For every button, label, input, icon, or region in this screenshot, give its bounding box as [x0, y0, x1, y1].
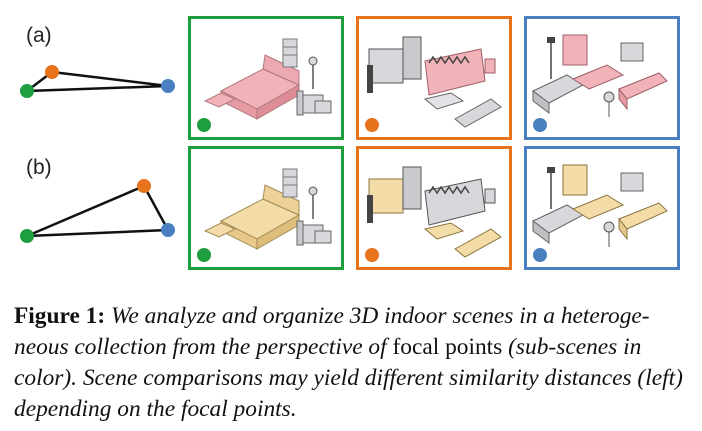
scene-panel-a-bedroom: [188, 16, 344, 140]
focal-dot-green: [197, 118, 211, 132]
focal-dot-green-b: [20, 229, 34, 243]
focal-dot-green-a: [20, 84, 34, 98]
focal-dot-orange-b-panel: [365, 248, 379, 262]
row-label-b: (b): [26, 156, 52, 179]
figure-caption: Figure 1: We analyze and organize 3D ind…: [14, 301, 690, 425]
scene-panel-a-living: [356, 16, 512, 140]
scene-panel-b-living: [356, 146, 512, 270]
focal-dot-orange: [365, 118, 379, 132]
focal-dot-green-b-panel: [197, 248, 211, 262]
focal-dot-blue: [533, 118, 547, 132]
bedroom-scene-image-b: [203, 168, 332, 250]
caption-label: Figure 1:: [14, 303, 106, 329]
focal-dot-orange-a: [45, 65, 59, 79]
lounge-scene-image: [532, 34, 668, 117]
bedroom-scene-image: [203, 38, 332, 120]
living-scene-image: [367, 36, 502, 128]
row-label-a: (a): [26, 24, 52, 47]
caption-text-1: We analyze and organize 3D indoor scenes…: [14, 303, 650, 360]
triangle-diagram-a: [20, 65, 175, 98]
scene-panel-b-lounge: [524, 146, 680, 270]
living-scene-image-b: [367, 166, 502, 258]
caption-text-2: (sub-scenes in color). Scene comparisons…: [14, 334, 683, 422]
focal-dot-blue-b-panel: [533, 248, 547, 262]
lounge-scene-image-b: [532, 164, 668, 247]
focal-dot-blue-b: [161, 223, 175, 237]
scene-panel-a-lounge: [524, 16, 680, 140]
caption-text-roman: focal points: [392, 334, 503, 360]
figure-1: (a) (b): [20, 16, 680, 270]
focal-dot-blue-a: [161, 79, 175, 93]
scene-panel-b-bedroom: [188, 146, 344, 270]
focal-dot-orange-b: [137, 179, 151, 193]
triangle-diagram-b: [20, 179, 175, 243]
